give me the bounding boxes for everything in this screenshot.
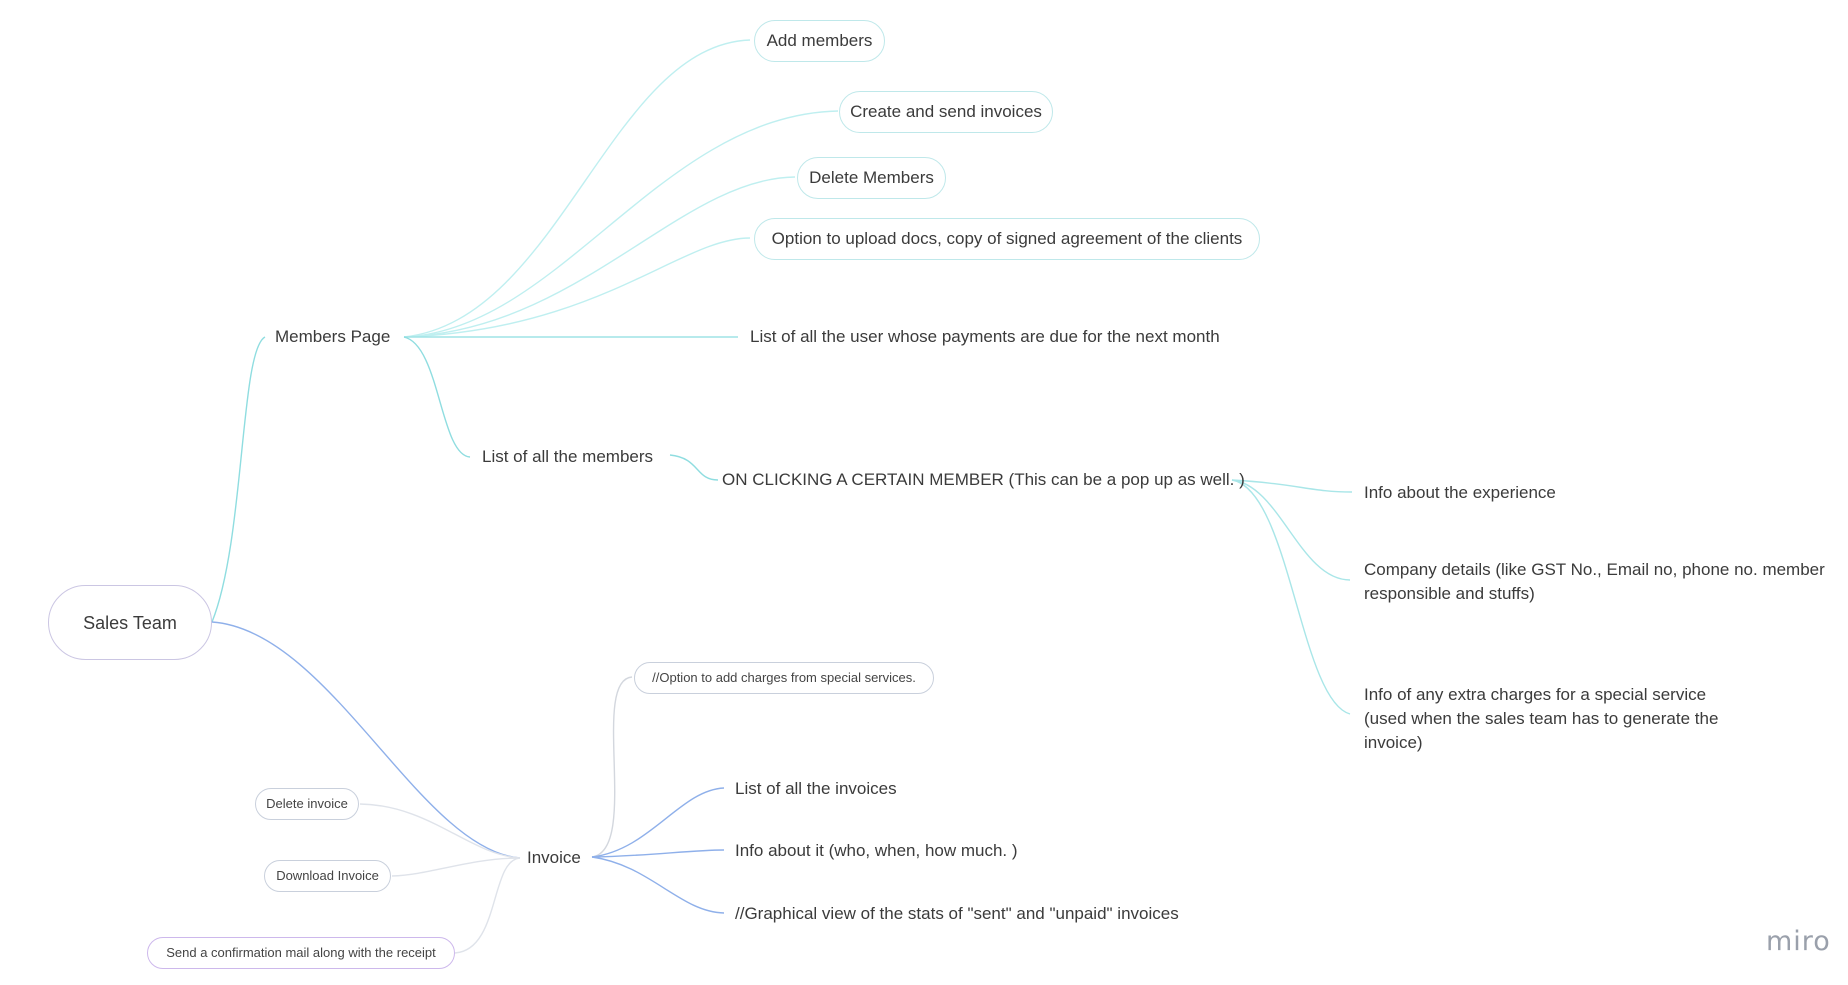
root-node[interactable]: Sales Team — [48, 585, 212, 660]
edge-invoice-download — [391, 857, 521, 877]
edge-invoice-send — [454, 857, 521, 954]
miro-logo: miro — [1766, 926, 1831, 957]
edge-members-upload — [403, 237, 751, 338]
extra-charges-node[interactable]: Info of any extra charges for a special … — [1364, 685, 1719, 752]
edge-root-invoice — [211, 621, 521, 859]
edge-onclick-experience — [1231, 479, 1353, 493]
edge-members-delete — [403, 176, 796, 338]
invoice-node[interactable]: Invoice — [527, 848, 581, 867]
edge-invoice-option — [591, 676, 633, 858]
delete-invoice-node[interactable]: Delete invoice — [255, 788, 359, 820]
add-members-node[interactable]: Add members — [754, 20, 885, 62]
payments-due-node[interactable]: List of all the user whose payments are … — [750, 327, 1220, 346]
edge-onclick-extra — [1231, 479, 1351, 715]
edge-root-members — [211, 336, 266, 623]
company-details-node[interactable]: Company details (like GST No., Email no,… — [1364, 560, 1825, 603]
create-send-invoices-node[interactable]: Create and send invoices — [839, 91, 1053, 133]
edge-members-create — [403, 110, 839, 338]
delete-members-node[interactable]: Delete Members — [797, 157, 946, 199]
invoice-info-node[interactable]: Info about it (who, when, how much. ) — [735, 841, 1018, 860]
edge-list-onclick — [669, 454, 719, 481]
send-confirmation-node[interactable]: Send a confirmation mail along with the … — [147, 937, 455, 969]
list-all-members-node[interactable]: List of all the members — [482, 447, 654, 466]
graphical-stats-node[interactable]: //Graphical view of the stats of "sent" … — [735, 904, 1179, 923]
edge-members-add — [403, 39, 751, 338]
on-clicking-member-node[interactable]: ON CLICKING A CERTAIN MEMBER (This can b… — [722, 470, 1245, 489]
download-invoice-node[interactable]: Download Invoice — [264, 860, 391, 892]
experience-info-node[interactable]: Info about the experience — [1364, 483, 1556, 502]
edge-invoice-info — [591, 849, 725, 858]
members-page-node[interactable]: Members Page — [275, 327, 391, 346]
edge-invoice-list — [591, 787, 725, 858]
upload-docs-node[interactable]: Option to upload docs, copy of signed ag… — [754, 218, 1260, 260]
edge-invoice-graph — [591, 856, 725, 914]
add-charges-option-node[interactable]: //Option to add charges from special ser… — [634, 662, 934, 694]
edge-onclick-company — [1231, 479, 1351, 581]
list-all-invoices-node[interactable]: List of all the invoices — [735, 779, 897, 798]
edge-invoice-delete — [359, 803, 521, 859]
edge-members-list — [403, 336, 471, 458]
